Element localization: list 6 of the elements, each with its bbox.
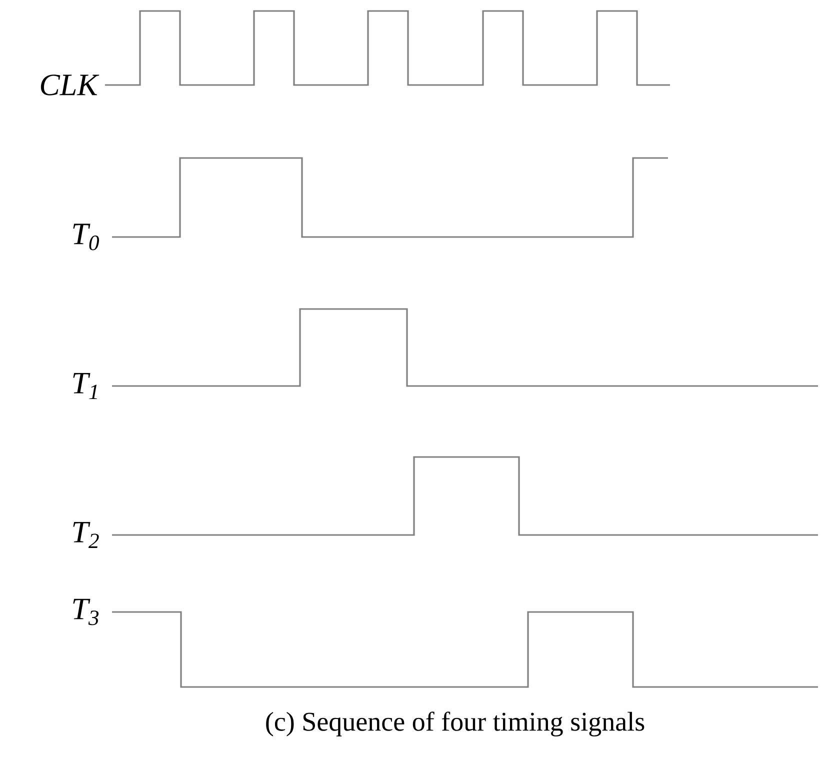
signal-label: CLK [40,74,100,96]
caption: (c) Sequence of four timing signals [266,712,644,736]
signal-label: T$_{3}$ [73,598,99,626]
signal-label: T$_{1}$ [73,372,97,400]
signal-label: T$_{0}$ [73,224,100,250]
signal-label: T$_{2}$ [73,522,99,548]
